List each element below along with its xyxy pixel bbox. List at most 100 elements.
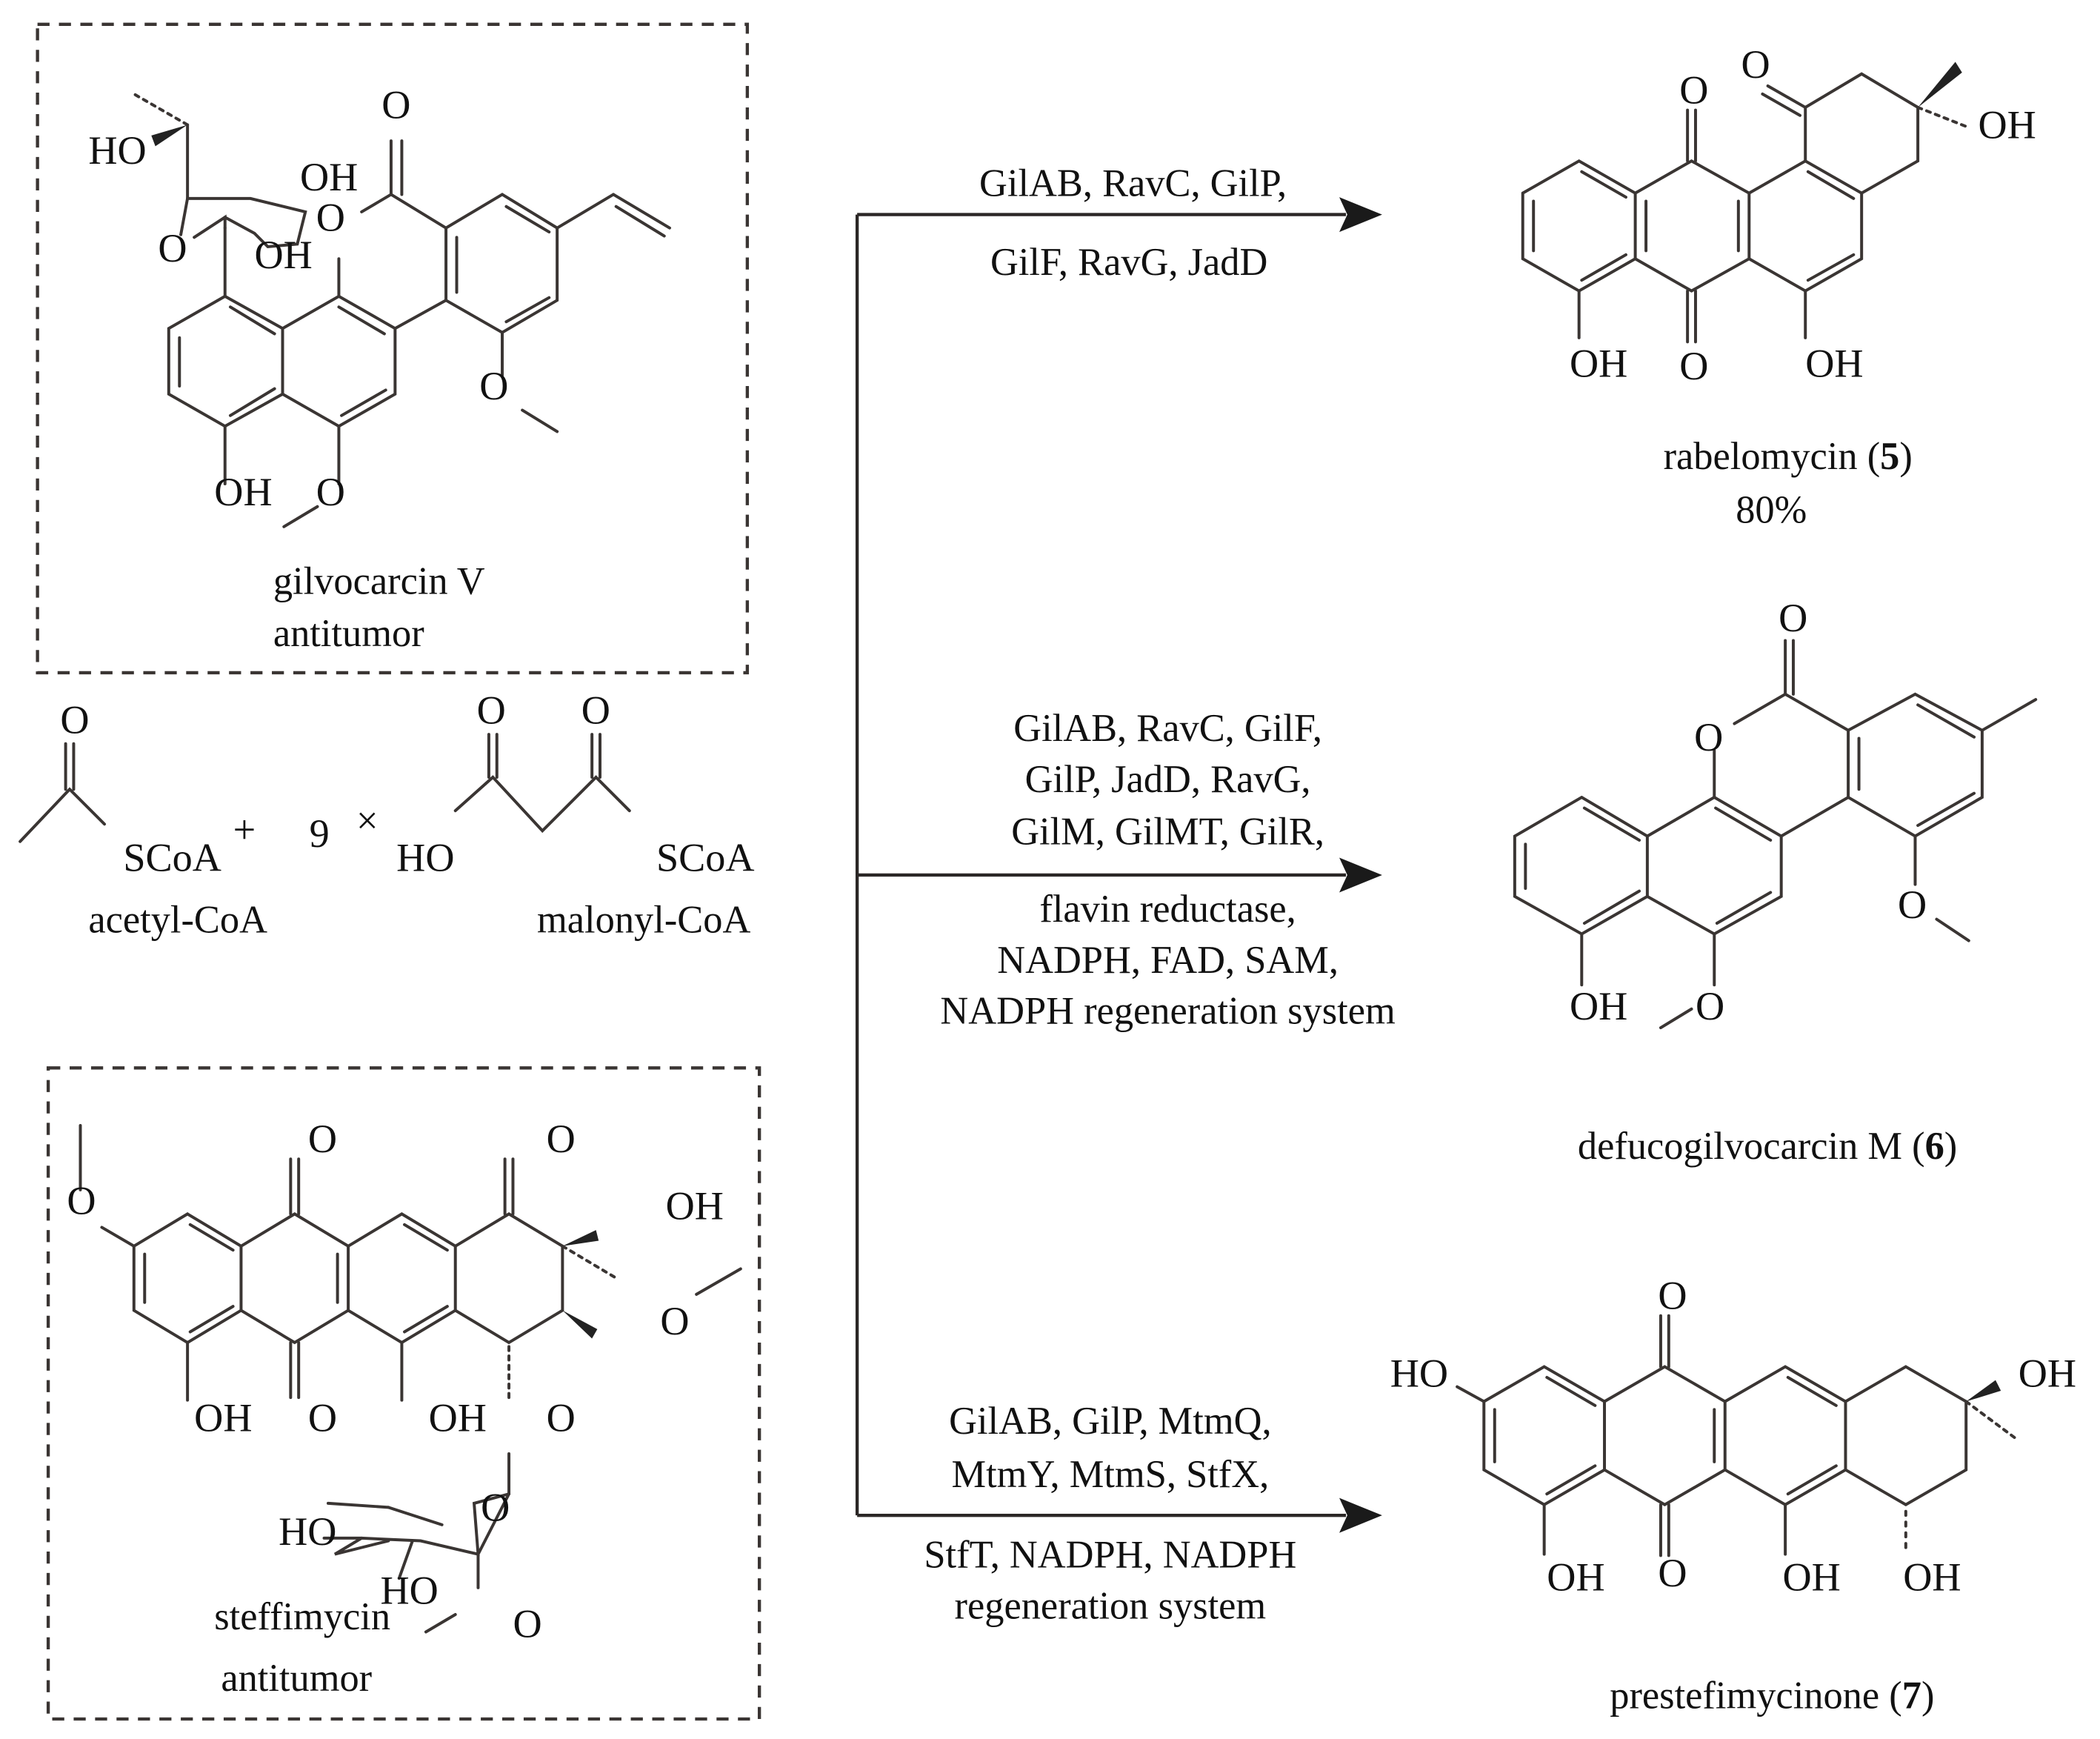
reaction-2-conditions: GilAB, RavC, GilF, GilP, JadD, RavG, Gil… <box>940 707 1395 1032</box>
atom-label: HO <box>380 1569 438 1613</box>
gilvocarcin-v-box: O HO OH O O OH O OH O gilvocarcin V anti… <box>36 22 750 675</box>
arrowhead-icon <box>1339 1497 1382 1533</box>
atom-label: OH <box>1978 103 2036 147</box>
compound-name-text: defucogilvocarcin M <box>1578 1125 1902 1168</box>
atom-label: O <box>479 364 508 408</box>
atom-label: O <box>477 688 506 733</box>
compound-activity: antitumor <box>221 1657 372 1700</box>
compound-name: defucogilvocarcin M (6) <box>1578 1125 1957 1168</box>
atom-label: O <box>1679 344 1708 388</box>
compound-name-text: prestefimycinone <box>1610 1675 1879 1718</box>
atom-label: O <box>60 697 89 742</box>
defucogilvocarcin-m-product: O O O OH O defucogilvocarcin M (6) <box>1513 596 2038 1168</box>
atom-label: OH <box>1782 1555 1840 1599</box>
atom-label: O <box>660 1299 689 1343</box>
compound-name: rabelomycin (5) <box>1664 435 1913 478</box>
malonyl-coa: O O HO SCoA malonyl-CoA <box>396 688 754 942</box>
atom-label: O <box>1696 984 1724 1028</box>
reaction-arrows <box>855 197 1382 1533</box>
multiplier: 9 <box>310 811 330 856</box>
atom-label: HO <box>279 1509 336 1554</box>
condition-line: NADPH regeneration system <box>940 990 1395 1033</box>
prestefimycinone-product: O HO OH OH O OH OH prestefimycinone (7) <box>1390 1274 2076 1718</box>
steffimycin-box: O O O OH O OH O OH O O HO HO O steffimyc… <box>46 1066 761 1721</box>
atom-label: O <box>513 1602 541 1646</box>
rabelomycin-product: O O OH OH O OH rabelomycin (5) 80% <box>1521 42 2036 531</box>
scoa-label: SCoA <box>656 836 755 880</box>
atom-label: HO <box>396 836 454 880</box>
atom-label: HO <box>88 128 146 173</box>
acetyl-coa: O SCoA acetyl-CoA <box>19 697 267 942</box>
atom-label: OH <box>194 1395 252 1440</box>
arrowhead-icon <box>1339 197 1382 233</box>
atom-label: HO <box>1390 1351 1448 1396</box>
condition-line: flavin reductase, <box>1039 888 1296 931</box>
condition-line: StfT, NADPH, NADPH <box>924 1534 1296 1577</box>
atom-label: O <box>381 82 410 127</box>
atom-label: O <box>1658 1551 1687 1595</box>
compound-number: 6 <box>1925 1125 1944 1168</box>
atom-label: OH <box>1903 1555 1961 1599</box>
reaction-1-conditions: GilAB, RavC, GilP, GilF, RavG, JadD <box>979 162 1287 284</box>
compound-name-text: rabelomycin <box>1664 435 1858 478</box>
atom-label: OH <box>214 470 272 514</box>
scoa-label: SCoA <box>123 836 221 880</box>
condition-line: GilF, RavG, JadD <box>990 241 1267 284</box>
defucogilvocarcin-m-structure <box>1513 639 2038 1030</box>
atom-label: OH <box>2019 1351 2076 1396</box>
dashed-box-border <box>46 1066 761 1721</box>
dashed-box-border <box>36 22 750 675</box>
atom-label: OH <box>255 233 313 277</box>
compound-activity: antitumor <box>273 612 424 655</box>
condition-line: GilM, GilMT, GilR, <box>1011 810 1324 853</box>
atom-label: O <box>581 688 610 733</box>
atom-label: OH <box>666 1184 724 1228</box>
condition-line: regeneration system <box>955 1584 1267 1627</box>
reaction-3-conditions: GilAB, GilP, MtmQ, MtmY, MtmS, StfX, Stf… <box>924 1400 1296 1628</box>
compound-name: malonyl-CoA <box>537 899 750 942</box>
compound-name: acetyl-CoA <box>88 899 267 942</box>
condition-line: GilAB, RavC, GilP, <box>979 162 1287 205</box>
atom-label: O <box>67 1178 96 1223</box>
condition-line: GilAB, GilP, MtmQ, <box>949 1400 1271 1443</box>
prestefimycinone-structure <box>1456 1314 2020 1557</box>
atom-label: O <box>481 1485 510 1529</box>
condition-line: MtmY, MtmS, StfX, <box>952 1453 1270 1496</box>
atom-label: O <box>316 470 345 514</box>
yield-label: 80% <box>1736 488 1807 531</box>
atom-label: OH <box>300 155 358 199</box>
atom-label: O <box>1779 596 1807 640</box>
atom-label: OH <box>429 1395 487 1440</box>
rabelomycin-structure <box>1521 61 1970 344</box>
condition-line: GilP, JadD, RavG, <box>1025 758 1311 801</box>
gilvocarcin-v-structure <box>132 92 672 528</box>
atom-label: OH <box>1570 341 1627 385</box>
arrowhead-icon <box>1339 857 1382 893</box>
atom-label: OH <box>1570 984 1627 1028</box>
plus-sign: + <box>233 808 256 852</box>
compound-name: prestefimycinone (7) <box>1610 1675 1934 1718</box>
atom-label: O <box>316 195 345 239</box>
compound-number: 5 <box>1880 435 1899 478</box>
atom-label: O <box>158 226 187 270</box>
atom-label: O <box>1679 68 1708 113</box>
atom-label: O <box>1694 715 1723 759</box>
steffimycin-structure <box>79 1124 742 1634</box>
atom-label: O <box>1741 42 1770 87</box>
atom-label: O <box>308 1395 337 1440</box>
compound-name: gilvocarcin V <box>273 559 485 602</box>
atom-label: O <box>1898 882 1927 927</box>
atom-label: O <box>547 1117 576 1161</box>
condition-line: NADPH, FAD, SAM, <box>997 939 1339 982</box>
atom-label: OH <box>1805 341 1863 385</box>
atom-label: O <box>547 1395 576 1440</box>
atom-label: OH <box>1547 1555 1604 1599</box>
condition-line: GilAB, RavC, GilF, <box>1013 707 1322 750</box>
compound-name: steffimycin <box>214 1595 390 1638</box>
atom-label: O <box>1658 1274 1687 1318</box>
times-sign: × <box>356 799 379 842</box>
atom-label: O <box>308 1117 337 1161</box>
compound-number: 7 <box>1902 1675 1921 1718</box>
